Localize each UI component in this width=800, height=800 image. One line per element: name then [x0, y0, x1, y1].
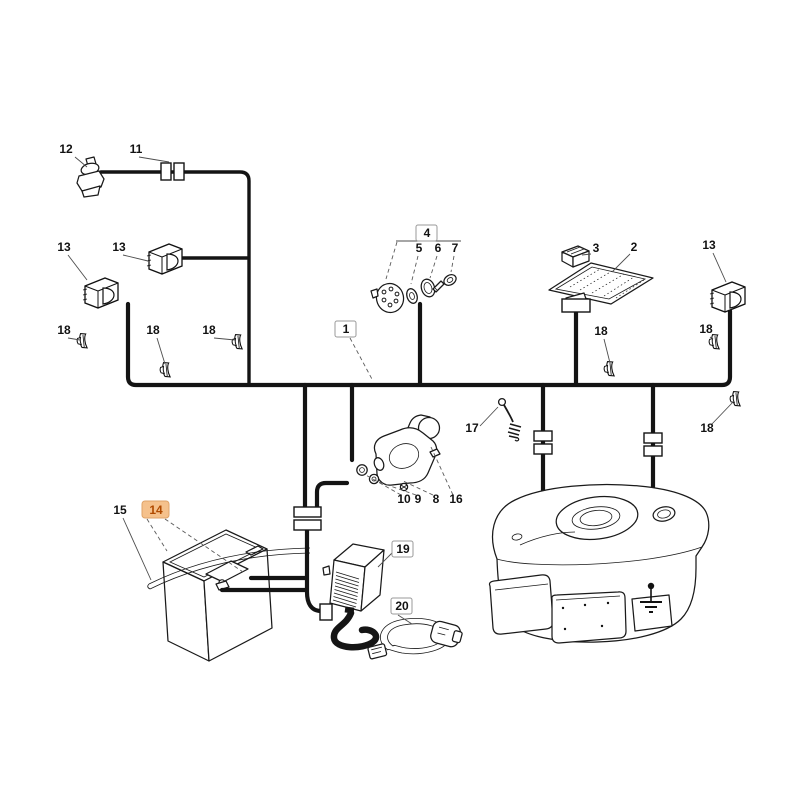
main-harness-wire: [125, 301, 733, 388]
solenoid-link-wire: [314, 480, 350, 511]
charger-pigtail-cable: [330, 609, 380, 651]
charger-connector: [319, 603, 333, 621]
key-7: [432, 274, 457, 293]
cable-clip-icon: [602, 360, 615, 378]
callout-16: 16: [449, 492, 463, 506]
callout-1: 1: [343, 322, 350, 336]
callout-18-c: 18: [202, 323, 216, 337]
callout-18-f: 18: [700, 421, 714, 435]
rocker-switch-1: [82, 277, 119, 309]
ground-symbol: [640, 582, 662, 613]
leader-lines: [67, 156, 735, 625]
engine-muffler: [488, 574, 554, 635]
mains-plug: [430, 620, 463, 648]
callout-19: 19: [396, 542, 410, 556]
inline-connector-b: [173, 162, 185, 181]
battery-charger-drawing: [322, 543, 385, 651]
engine-drawing: [488, 483, 710, 644]
callout-18-a: 18: [57, 323, 71, 337]
callout-14-highlighted[interactable]: 14: [141, 500, 170, 519]
charger-link-wire: [304, 526, 324, 614]
cable-clips: [75, 332, 741, 408]
washer-10: [356, 464, 368, 476]
rocker-switch-2: [146, 243, 183, 275]
sensor-branch-wire: [99, 170, 251, 385]
callout-7: 7: [452, 241, 459, 255]
rocker-switch-3: [709, 281, 746, 313]
callout-12: 12: [59, 142, 73, 156]
cable-clip-icon: [75, 332, 88, 350]
callout-13-b: 13: [112, 240, 126, 254]
cable-connector-end: [367, 643, 388, 660]
callout-5: 5: [416, 241, 423, 255]
callout-20: 20: [395, 599, 409, 613]
battery-drawing: [162, 529, 273, 662]
callout-10: 10: [397, 492, 411, 506]
callout-4: 4: [424, 226, 431, 240]
callout-labels: 12 11 13 13 13 18 18 18 18 18 18 1 4 5 6…: [57, 142, 716, 615]
connector-block-drawing: [561, 245, 590, 268]
cable-clip-icon: [707, 333, 720, 351]
mains-cable-drawing: [367, 618, 463, 660]
cable-clip-icon: [158, 361, 171, 379]
lead-wire-drawing: [497, 397, 522, 442]
callout-8: 8: [433, 492, 440, 506]
harness-wires: [99, 170, 733, 614]
engine-front-panel: [551, 591, 627, 644]
starter-solenoid-drawing: [356, 414, 441, 492]
callout-18-d: 18: [594, 324, 608, 338]
callout-18-e: 18: [699, 322, 713, 336]
callout-18-b: 18: [146, 323, 160, 337]
cable-clip-icon: [230, 333, 243, 351]
callout-2: 2: [631, 240, 638, 254]
washer-5: [406, 288, 418, 304]
callout-14: 14: [149, 503, 163, 517]
callout-15: 15: [113, 503, 127, 517]
callout-13-a: 13: [57, 240, 71, 254]
callout-9: 9: [415, 492, 422, 506]
wire-connectors: [160, 162, 663, 621]
inline-connector-a: [160, 162, 172, 181]
washer-9: [368, 473, 380, 485]
callout-6: 6: [435, 241, 442, 255]
callout-17: 17: [465, 421, 479, 435]
callout-11: 11: [130, 142, 143, 156]
sensor-switch-drawing: [76, 156, 105, 198]
callout-3: 3: [593, 241, 600, 255]
callout-13-c: 13: [702, 238, 716, 252]
solenoid-body: [373, 427, 438, 486]
key-switch-kit-drawing: [370, 274, 457, 314]
pcb-connector: [561, 298, 591, 313]
